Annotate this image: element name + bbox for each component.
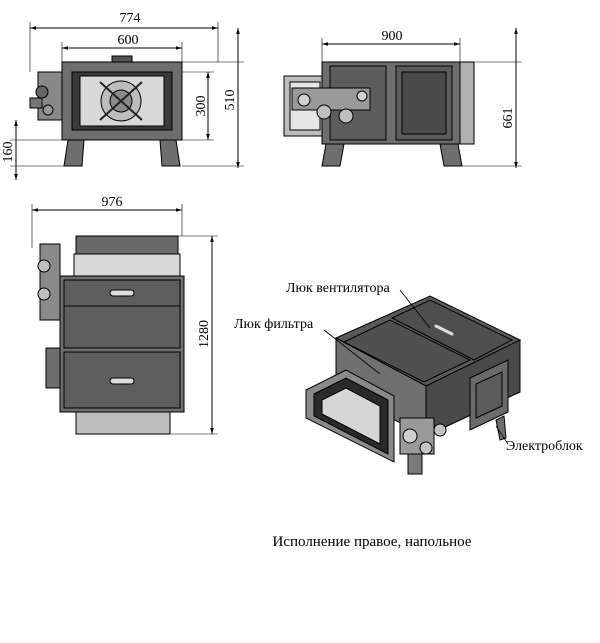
iso-annotations: Люк вентилятора Люк фильтра Электроблок — [234, 281, 583, 454]
label-fan-hatch: Люк вентилятора — [286, 281, 390, 296]
label-electrical-box: Электроблок — [506, 439, 583, 454]
dim-front-height: 510 — [223, 90, 238, 111]
dim-top-width: 976 — [102, 195, 123, 210]
valve-assembly-icon — [29, 71, 63, 121]
side-view — [283, 61, 475, 167]
iso-valve-cluster-icon — [399, 417, 447, 475]
front-view — [29, 55, 183, 167]
iso-fan-hatch-handle-icon — [434, 324, 454, 336]
filter-hatch-handle-icon — [109, 377, 135, 385]
front-dimensions: 774 600 300 510 160 — [1, 11, 244, 180]
dim-side-width: 900 — [382, 29, 403, 44]
top-valve-group-icon — [37, 243, 61, 389]
dim-side-height: 661 — [501, 108, 516, 129]
label-filter-hatch: Люк фильтра — [234, 317, 314, 332]
dim-front-inner-height: 300 — [194, 96, 209, 117]
side-dimensions: 900 661 — [321, 28, 522, 168]
dim-front-inner-width: 600 — [118, 33, 139, 48]
fan-hatch-handle-icon — [109, 289, 135, 297]
dim-front-width: 774 — [120, 11, 141, 26]
side-valve-group-icon — [291, 87, 371, 124]
isometric-view — [305, 295, 522, 475]
top-view — [37, 235, 185, 435]
dim-top-length: 1280 — [197, 320, 212, 348]
top-dimensions: 976 1280 — [31, 195, 218, 435]
caption: Исполнение правое, напольное — [273, 534, 472, 550]
dim-front-leg-height: 160 — [1, 142, 16, 163]
